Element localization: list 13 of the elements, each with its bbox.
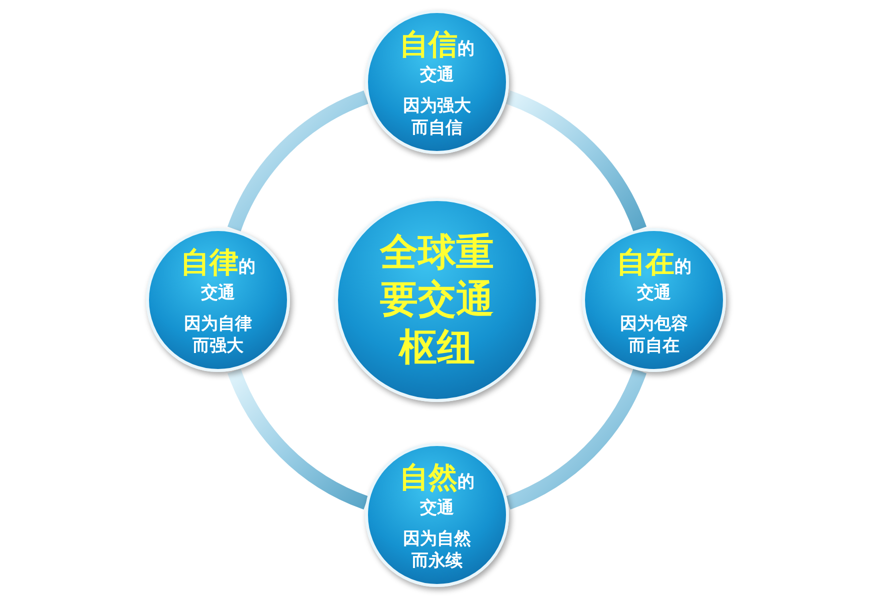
body-text: 因为自然而永续 [402, 528, 472, 572]
body-text: 因为包容而自在 [619, 312, 689, 358]
ring-arc [228, 368, 369, 510]
title-text: 全球重要交通枢纽 [378, 228, 495, 371]
heading-text: 自在的交通 [616, 244, 692, 305]
heading-text: 自律的交通 [180, 244, 256, 305]
body-text: 因为自律而强大 [183, 312, 253, 358]
heading-text: 自信的交通 [398, 26, 476, 87]
ring-arc [505, 90, 646, 232]
ring-arc [228, 90, 369, 232]
ring-arc [505, 368, 646, 510]
body-text: 因为强大而自信 [402, 94, 472, 140]
heading-text: 自然的交通 [398, 458, 476, 520]
